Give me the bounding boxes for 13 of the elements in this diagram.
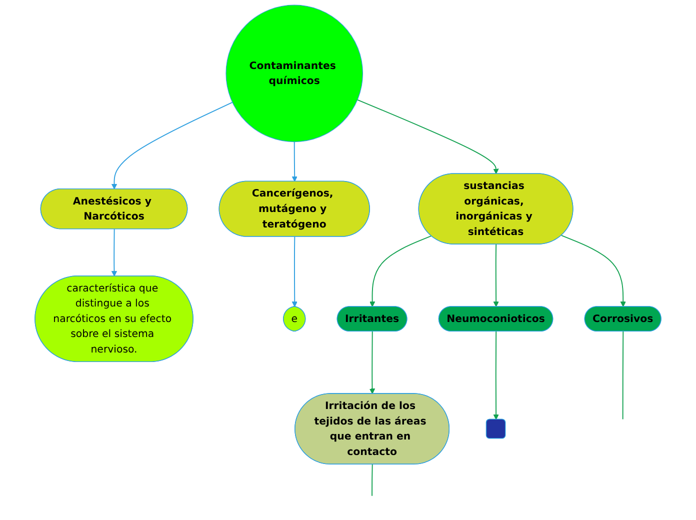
arrow <box>370 235 432 307</box>
arrow <box>292 236 298 307</box>
arrow <box>493 244 499 307</box>
connector <box>372 464 373 496</box>
arrow <box>111 228 118 276</box>
arrow <box>292 141 298 182</box>
arrow <box>560 234 626 307</box>
arrow <box>111 102 233 190</box>
arrow <box>493 331 499 420</box>
arrow <box>356 99 499 174</box>
arrow <box>369 331 376 394</box>
node-circle: Contaminantes químicos <box>226 4 364 142</box>
connector <box>622 331 624 420</box>
